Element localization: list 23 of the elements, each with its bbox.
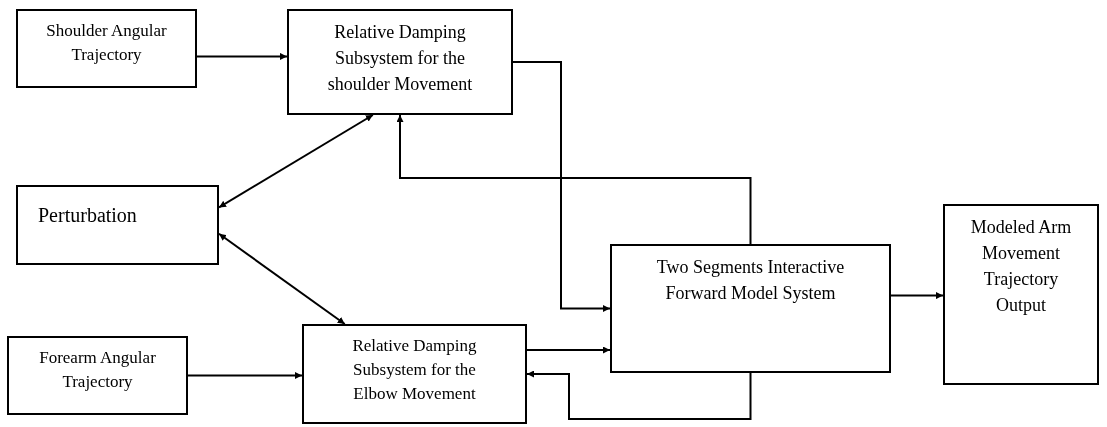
arrow [526,370,752,420]
process-box [16,185,219,265]
process-box [16,9,197,88]
arrow [187,372,303,379]
arrow [218,114,374,209]
process-box [610,244,891,373]
box-label: Forearm Angular Trajectory [38,347,157,393]
box-label: Relative Damping Subsystem for the shoulder Movement [326,21,474,96]
box-label: Modeled Arm Movement Trajectory Output [969,216,1073,317]
process-box [287,9,513,115]
box-label: Perturbation [38,203,138,227]
process-box [302,324,527,424]
box-label: Shoulder Angular Trajectory [45,20,168,66]
arrow [890,292,944,300]
box-label: Relative Damping Subsystem for the Elbow Movement [351,335,478,405]
arrow [196,52,288,60]
arrow [396,114,752,245]
process-box [943,204,1099,385]
box-label: Two Segments Interactive Forward Model System [655,256,846,305]
arrow [512,61,611,312]
arrow [218,232,346,325]
process-box [7,336,188,415]
arrow [526,346,611,354]
